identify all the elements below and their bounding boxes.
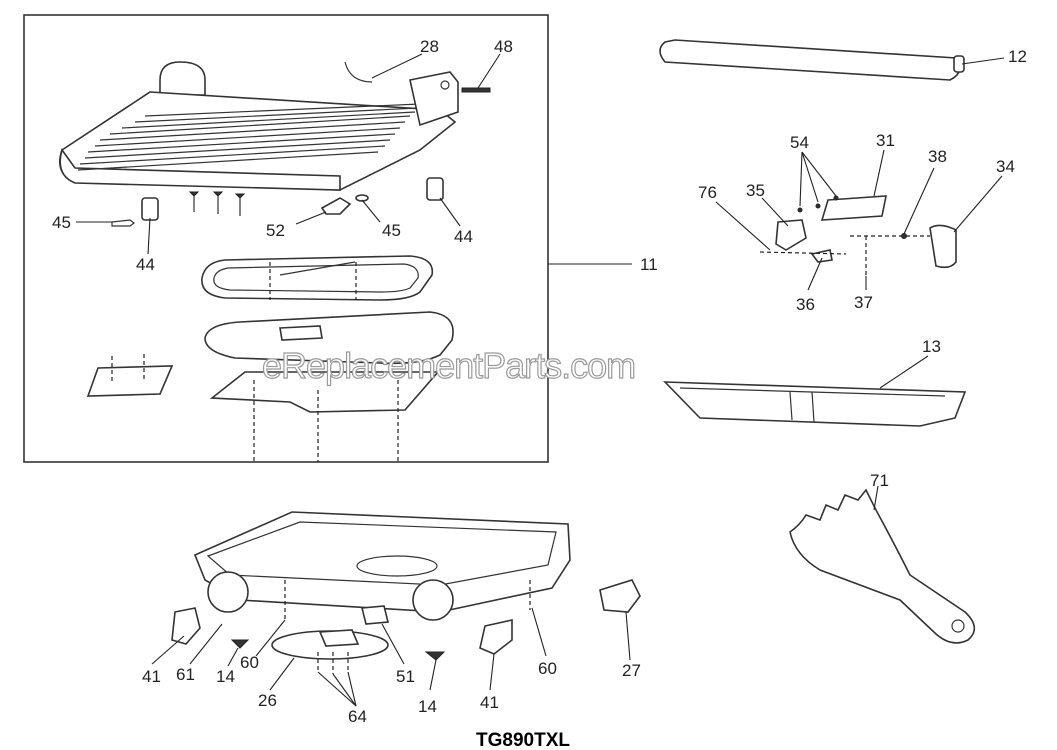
plate-screws (188, 191, 246, 216)
part-12-handle (659, 39, 965, 81)
model-number-title: TG890TXL (476, 730, 570, 750)
label-41-right: 41 (480, 693, 499, 712)
label-54: 54 (790, 133, 809, 152)
part-71-spatula (789, 488, 976, 644)
label-64: 64 (348, 707, 367, 726)
label-38: 38 (928, 147, 947, 166)
heat-shield (209, 371, 440, 462)
part-41-foot-right (479, 619, 513, 655)
leader-lines (76, 53, 1005, 707)
part-45-washer-right (355, 194, 369, 202)
upper-grill-plate (59, 61, 459, 191)
label-27: 27 (622, 661, 641, 680)
label-76: 76 (698, 183, 717, 202)
label-45-left: 45 (52, 213, 71, 232)
label-60-right: 60 (538, 659, 557, 678)
label-71: 71 (870, 471, 889, 490)
part-14-screw-right (424, 651, 446, 661)
label-51: 51 (396, 667, 415, 686)
label-14-left: 14 (216, 667, 235, 686)
label-26: 26 (258, 691, 277, 710)
label-60-left: 60 (240, 653, 259, 672)
part-27-bracket (599, 579, 641, 613)
label-31: 31 (876, 131, 895, 150)
drip-plate (204, 311, 454, 365)
label-61: 61 (176, 665, 195, 684)
part-26-cord-plate (271, 629, 389, 674)
label-44-right: 44 (454, 227, 473, 246)
label-44-left: 44 (136, 255, 155, 274)
label-34: 34 (996, 157, 1015, 176)
label-11: 11 (640, 255, 658, 274)
label-37: 37 (854, 293, 873, 312)
label-14-right: 14 (418, 697, 437, 716)
label-12: 12 (1008, 47, 1027, 66)
label-35: 35 (746, 181, 765, 200)
part-52-bracket (320, 197, 352, 215)
label-13: 13 (922, 337, 941, 356)
label-41-left: 41 (142, 667, 161, 686)
part-48-screw (461, 87, 491, 93)
label-28: 28 (420, 37, 439, 56)
hinge-assembly (759, 195, 957, 276)
part-28-spring (344, 61, 373, 83)
part-13-drip-tray (663, 381, 967, 427)
gasket-ring (201, 255, 434, 301)
part-41-foot-left (171, 607, 201, 645)
part-labels: 28 48 12 54 31 38 34 76 35 45 44 52 45 4… (52, 37, 1027, 726)
label-52: 52 (266, 221, 285, 240)
label-36: 36 (796, 295, 815, 314)
upper-assembly-box (23, 14, 549, 463)
part-45-pin-left (111, 219, 135, 227)
part-14-screw-left (230, 639, 250, 649)
part-44-right (426, 177, 444, 201)
label-48: 48 (494, 37, 513, 56)
part-44-left (141, 197, 159, 221)
base-plate-small (86, 354, 174, 397)
label-45-right: 45 (382, 221, 401, 240)
watermark-text: eReplacementParts.com (262, 345, 635, 386)
base-housing (193, 511, 571, 621)
part-51-clip (360, 605, 390, 625)
